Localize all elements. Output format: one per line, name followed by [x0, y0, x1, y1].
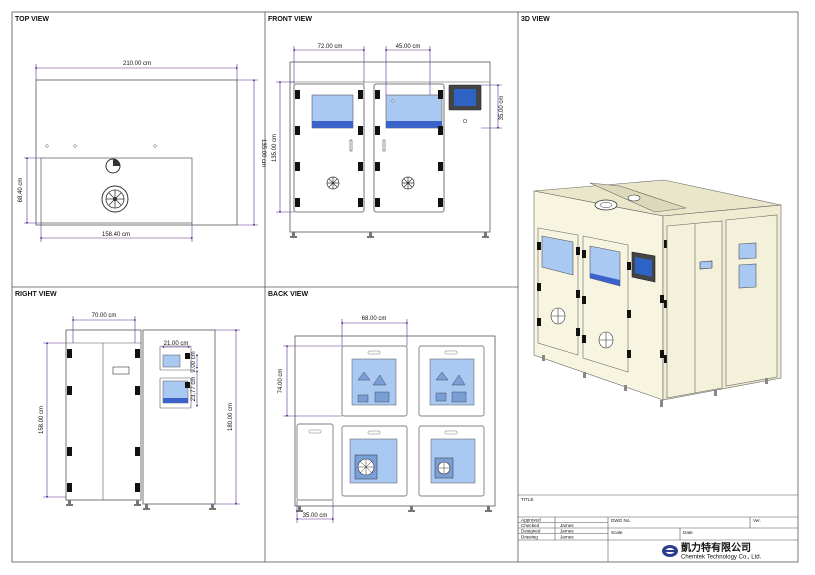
back-feet	[296, 506, 492, 512]
right-view-drawing	[65, 329, 216, 510]
front-control-screen	[448, 84, 482, 124]
dim-back-top-width: 68.00 cm	[362, 316, 387, 322]
3d-cabinet-render	[533, 179, 782, 407]
front-fan-icon	[326, 176, 415, 190]
front-view-drawing	[289, 61, 491, 238]
3d-control-screen	[631, 251, 656, 283]
sheet-frame	[11, 11, 799, 563]
dim-right-width: 70.00 cm	[92, 313, 117, 319]
tb-designed-name: James	[560, 529, 574, 534]
company-name-en: Chemtek Technology Co., Ltd.	[681, 555, 762, 561]
dim-top-depth: 135.00 cm	[260, 139, 266, 167]
dim-front-height: 135.00 cm	[272, 134, 278, 162]
top-view-drawing	[35, 79, 238, 226]
title-block	[518, 494, 798, 562]
right-latches	[67, 349, 140, 492]
back-panel-top-right	[418, 345, 485, 417]
dim-back-height: 74.00 cm	[278, 369, 284, 394]
dim-right-small-height-1: 9.00 cm	[191, 351, 197, 372]
title-label: TITLE	[521, 497, 534, 502]
dim-right-height-right: 180.00 cm	[228, 403, 234, 431]
front-latches	[295, 90, 443, 207]
back-panel-top-left	[341, 345, 408, 417]
tb-ver-label: Ver.	[753, 518, 761, 523]
back-panel-bottom-right	[418, 425, 485, 497]
tb-drawing-label: Drawing	[521, 535, 538, 540]
company-name-cn: 凱力特有限公司	[681, 541, 751, 554]
top-view-dimensions	[24, 64, 258, 242]
dim-front-left-width: 72.00 cm	[318, 44, 343, 50]
3d-feet	[542, 355, 768, 407]
back-view-drawing	[294, 335, 496, 512]
dim-top-panel-height: 68.40 cm	[18, 178, 24, 203]
dim-front-right-width: 45.00 cm	[396, 44, 421, 50]
tb-checked-label: Checked	[521, 523, 540, 528]
tb-dwg-label: DWG No.	[611, 518, 631, 523]
back-view-dimensions	[283, 319, 409, 523]
tb-drawing-name: James	[560, 535, 574, 540]
front-view-label: FRONT VIEW	[268, 16, 312, 23]
right-feet	[66, 500, 216, 510]
tb-designed-label: Designed	[521, 529, 541, 534]
dim-top-width: 210.00 cm	[123, 61, 151, 67]
3d-front-fans	[550, 307, 614, 349]
dim-front-screen: 35.00 cm	[499, 96, 505, 121]
dim-right-small-height-2: 23.77 cm	[191, 377, 197, 402]
dim-right-height-left: 158.00 cm	[39, 406, 45, 434]
right-view-label: RIGHT VIEW	[15, 291, 57, 298]
top-gauge-icon	[105, 158, 121, 174]
tb-date-label: Date	[683, 530, 693, 535]
back-view-label: BACK VIEW	[268, 291, 308, 298]
3d-view-label: 3D VIEW	[521, 16, 550, 23]
top-view-label: TOP VIEW	[15, 16, 49, 23]
tb-scale-label: Scale	[611, 530, 623, 535]
company-logo	[662, 545, 678, 557]
back-panel-bottom-left	[341, 425, 408, 497]
dim-back-door-width: 35.00 cm	[303, 513, 328, 519]
dim-top-panel-width: 158.40 cm	[102, 232, 130, 238]
front-feet	[290, 232, 489, 238]
front-view-dimensions	[276, 46, 502, 214]
tb-approved-label: Approved	[521, 518, 541, 523]
right-view-dimensions	[43, 316, 240, 506]
tb-checked-name: James	[560, 523, 574, 528]
top-fan-icon	[101, 185, 129, 213]
dim-right-small-width: 21.00 cm	[164, 341, 189, 347]
3d-top-fan-icon	[594, 194, 641, 211]
